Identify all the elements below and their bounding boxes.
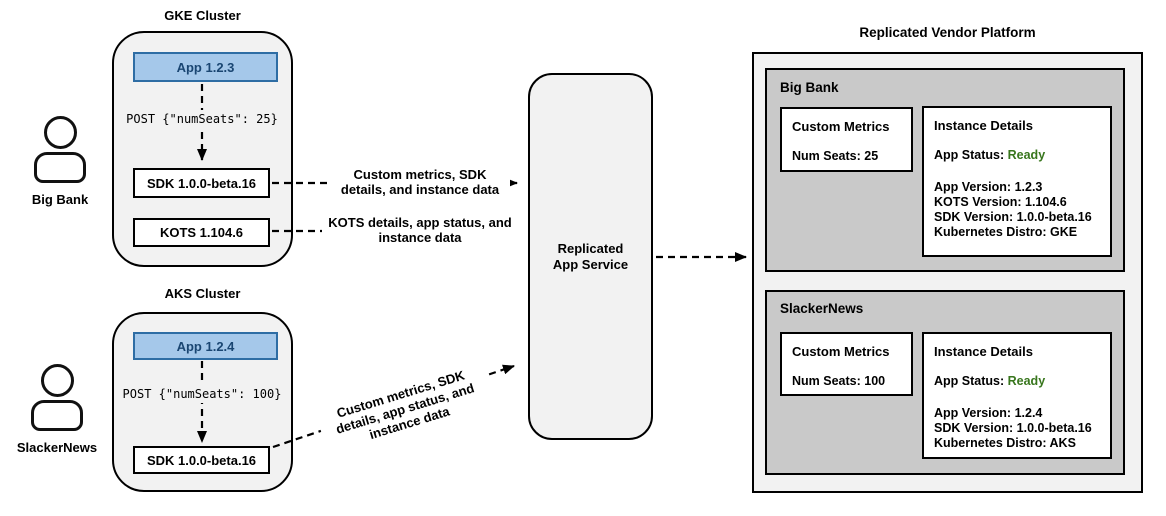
app-status-line: App Status: Ready [934,148,1102,163]
instance-detail-lines: App Version: 1.2.4 SDK Version: 1.0.0-be… [934,406,1102,451]
tenant-name-big-bank: Big Bank [780,80,839,95]
gke-app-label: App 1.2.3 [176,59,235,75]
num-seats-value: Num Seats: 100 [792,374,886,388]
app-version-line: App Version: 1.2.4 [934,406,1043,420]
custom-metrics-title: Custom Metrics [792,344,890,359]
instance-details-title: Instance Details [934,118,1033,133]
person-body-icon [34,152,86,183]
aks-sdk-to-service-arrow [272,364,515,449]
aks-post-request-label: POST {"numSeats": 100} [114,385,290,403]
kubernetes-distro-line: Kubernetes Distro: AKS [934,436,1076,450]
sdk-version-line: SDK Version: 1.0.0-beta.16 [934,421,1092,435]
replicated-app-service-box: Replicated App Service [528,73,653,440]
sdk-version-line: SDK Version: 1.0.0-beta.16 [934,210,1092,224]
flow-label-gke-sdk: Custom metrics, SDK details, and instanc… [330,167,510,197]
slackernews-instance-details-card: Instance Details App Status: Ready App V… [922,332,1112,459]
aks-app-box: App 1.2.4 [133,332,278,360]
instance-detail-lines: App Version: 1.2.3 KOTS Version: 1.104.6… [934,180,1102,240]
tenant-name-slackernews: SlackerNews [780,301,864,316]
user-name: Big Bank [31,192,89,207]
person-head-icon [40,364,74,397]
kots-version-line: KOTS Version: 1.104.6 [934,195,1067,209]
aks-app-label: App 1.2.4 [176,338,235,354]
gke-kots-label: KOTS 1.104.6 [159,225,244,240]
app-status-line: App Status: Ready [934,374,1102,389]
gke-kots-box: KOTS 1.104.6 [133,218,270,247]
gke-cluster-title: GKE Cluster [164,8,241,23]
big-bank-custom-metrics-card: Custom Metrics Num Seats: 25 [780,107,913,172]
slackernews-custom-metrics-card: Custom Metrics Num Seats: 100 [780,332,913,396]
person-outline-icon [7,364,107,431]
instance-details-title: Instance Details [934,344,1033,359]
gke-app-box: App 1.2.3 [133,52,278,82]
num-seats-value: Num Seats: 25 [792,149,879,163]
big-bank-instance-details-card: Instance Details App Status: Ready App V… [922,106,1112,257]
app-status-label: App Status: [934,374,1005,388]
app-version-line: App Version: 1.2.3 [934,180,1043,194]
gke-sdk-label: SDK 1.0.0-beta.16 [146,175,257,191]
kubernetes-distro-line: Kubernetes Distro: GKE [934,225,1078,239]
gke-post-request-label: POST {"numSeats": 25} [118,110,286,128]
gke-sdk-box: SDK 1.0.0-beta.16 [133,168,270,198]
app-status-label: App Status: [934,148,1005,162]
user-slackernews: SlackerNews [7,364,107,455]
flow-label-gke-kots: KOTS details, app status, and instance d… [322,215,518,245]
vendor-platform-title: Replicated Vendor Platform [859,25,1036,40]
user-big-bank: Big Bank [20,116,100,207]
person-outline-icon [20,116,100,183]
custom-metrics-title: Custom Metrics [792,119,890,134]
app-status-value: Ready [1007,148,1046,162]
aks-sdk-label: SDK 1.0.0-beta.16 [146,452,257,468]
app-status-value: Ready [1007,374,1046,388]
user-name: SlackerNews [16,440,98,455]
aks-sdk-box: SDK 1.0.0-beta.16 [133,446,270,474]
person-body-icon [31,400,83,431]
aks-cluster-title: AKS Cluster [164,286,241,301]
person-head-icon [43,116,77,149]
service-label: Replicated App Service [552,240,629,272]
